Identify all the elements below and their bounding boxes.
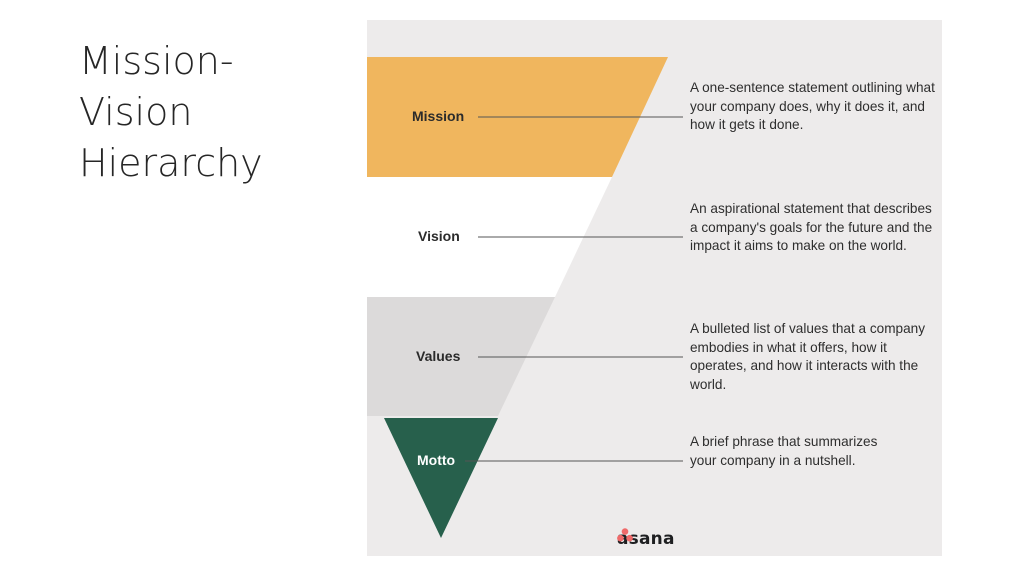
level-label-vision: Vision [418, 228, 460, 244]
title-line-3: Hierarchy [79, 141, 263, 185]
level-description-vision: An aspirational statement that describes… [690, 201, 933, 254]
asana-logo: asana [617, 528, 675, 550]
title-line-2: Vision [79, 90, 193, 134]
level-description-values: A bulleted list of values that a company… [690, 321, 926, 392]
level-description-motto: A brief phrase that summarizes your comp… [690, 434, 878, 468]
level-label-values: Values [416, 348, 461, 364]
hierarchy-graphic: Mission Vision Values Motto A one-senten… [367, 20, 942, 556]
level-label-motto: Motto [417, 452, 456, 468]
level-description-mission: A one-sentence statement outlining what … [690, 80, 935, 133]
title-line-1: Mission- [79, 39, 234, 83]
asana-logo-text: asana [617, 529, 675, 549]
hierarchy-funnel [367, 57, 683, 538]
funnel-band-values [367, 297, 555, 416]
slide-title: Mission- Vision Hierarchy [79, 36, 349, 189]
funnel-band-motto [384, 418, 498, 538]
asana-dots-icon [617, 528, 633, 542]
level-label-mission: Mission [412, 108, 465, 124]
